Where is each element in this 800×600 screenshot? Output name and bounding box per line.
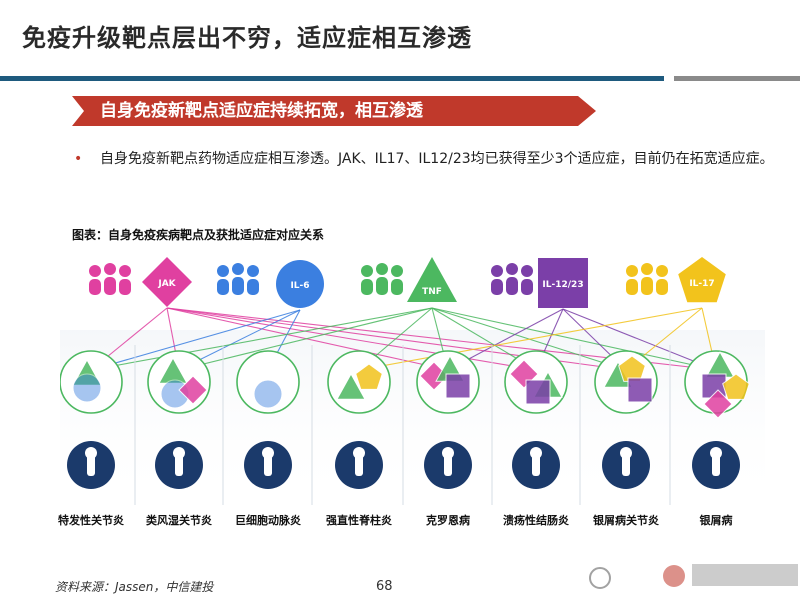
title-rule-left: [0, 76, 664, 81]
disease-label: 特发性关节炎: [58, 514, 124, 527]
target-tnf: TNF: [407, 257, 457, 302]
stomach-icon: [512, 441, 560, 489]
svg-text:TNF: TNF: [422, 287, 442, 297]
people-icon-il17: [626, 263, 668, 295]
people-icon-jak: [89, 263, 131, 295]
svg-text:JAK: JAK: [157, 279, 176, 289]
page-number: 68: [376, 579, 393, 594]
svg-text:IL-17: IL-17: [689, 279, 714, 289]
people-icon-il1223: [491, 263, 533, 295]
disease-label: 类风湿关节炎: [146, 514, 212, 527]
head-artery-icon: [244, 441, 292, 489]
disease-circle: [236, 350, 300, 414]
bullet-text: 自身免疫新靶点药物适应症相互渗透。JAK、IL17、IL12/23均已获得至少3…: [100, 151, 774, 167]
disease-label: 克罗恩病: [426, 514, 470, 527]
title-rule-right: [674, 76, 800, 81]
disease-circle: [684, 350, 750, 419]
disease-circle: [327, 350, 391, 414]
disease-circle: [416, 350, 480, 414]
section-banner: [72, 96, 596, 126]
disease-circle: [60, 350, 123, 414]
disease-label: 银屑病关节炎: [593, 514, 659, 527]
people-icon-il6: [217, 263, 259, 295]
people-icon-tnf: [361, 263, 403, 295]
hand-skin-icon: [692, 441, 740, 489]
disease-circle: [147, 350, 211, 414]
target-jak: JAK: [142, 257, 192, 307]
disease-label: 巨细胞动脉炎: [235, 514, 301, 527]
bullet-point: • 自身免疫新靶点药物适应症相互渗透。JAK、IL17、IL12/23均已获得至…: [74, 146, 774, 173]
disease-label: 强直性脊柱炎: [326, 514, 392, 527]
knee-joint-icon: [155, 441, 203, 489]
watermark-logo: [589, 564, 798, 589]
knee-joint-icon: [67, 441, 115, 489]
figure-caption: 图表：自身免疫疾病靶点及获批适应症对应关系: [72, 228, 325, 242]
disease-label: 溃疡性结肠炎: [503, 514, 569, 527]
bullet-icon: •: [74, 151, 83, 167]
page-title: 免疫升级靶点层出不穷，适应症相互渗透: [22, 24, 472, 52]
disease-circle: [504, 350, 568, 414]
source-note: 资料来源：Jassen，中信建投: [55, 580, 214, 594]
target-il-17: IL-17: [678, 257, 726, 303]
target-il-6: IL-6: [276, 260, 324, 308]
hand-joint-icon: [602, 441, 650, 489]
svg-text:IL-6: IL-6: [290, 281, 309, 291]
disease-label: 银屑病: [699, 514, 733, 527]
disease-circle: [594, 350, 658, 414]
spine-icon: [335, 441, 383, 489]
banner-heading: 自身免疫新靶点适应症持续拓宽，相互渗透: [100, 101, 423, 121]
svg-text:IL-12/23: IL-12/23: [542, 280, 583, 290]
intestine-icon: [424, 441, 472, 489]
target-il-12-23: IL-12/23: [538, 258, 588, 308]
